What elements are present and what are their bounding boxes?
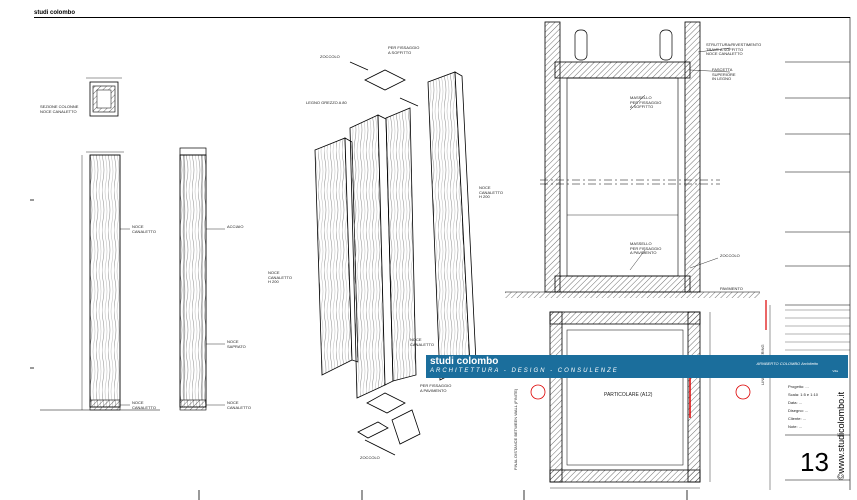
banner-right-title: ARNBERTO COLOMBO Architetto xyxy=(756,361,819,366)
titleblock-row: Scala: 1:5 e 1:10 xyxy=(788,392,819,397)
label-zoccolo-section: ZOCCOLO xyxy=(720,253,740,258)
label-fascetta: FASCETTA SUPERIORE IN LEGNO xyxy=(712,67,736,82)
exploded-isometric-view xyxy=(314,61,477,456)
column-plan-section xyxy=(86,77,122,117)
section-elevation xyxy=(505,21,760,298)
label-fissaggio-pavimento: PER FISSAGGIO A PAVIMENTO xyxy=(420,383,452,393)
titleblock-row: Progetto: ... xyxy=(788,384,809,389)
label-fissaggio-soffitto: PER FISSAGGIO A SOFFITTO xyxy=(388,45,420,55)
detail-section xyxy=(530,300,767,489)
banner-title: studi colombo xyxy=(430,356,499,367)
label-section-colonne: SEZIONE COLONNE NOCE CANALETTO xyxy=(40,104,79,114)
label-acciaio: ACCIAIO xyxy=(227,224,244,229)
label-noce-canaletto-1: NOCE CANALETTO xyxy=(132,224,156,234)
label-noce-saprato: NOCE SAPRATO xyxy=(227,339,246,349)
titleblock-row: Note: ... xyxy=(788,424,803,429)
banner-right-small: Villa xyxy=(832,369,838,373)
titleblock-frame xyxy=(769,17,851,490)
label-noce-h200-right: NOCE CANALETTO H 200 xyxy=(479,185,503,200)
label-final-distance: FINAL DISTANCE BETWEEN WALL (FINITE) xyxy=(513,388,518,470)
label-pavimento: PAVIMENTO xyxy=(720,286,743,291)
titleblock-row: Data: ... xyxy=(788,400,803,405)
page-header-title: studi colombo xyxy=(34,10,75,16)
titleblock-row: Disegno: ... xyxy=(788,408,809,413)
label-massello-pavimento: MASSELLO PER FISSAGGIO A PAVIMENTO xyxy=(630,241,662,256)
label-noce-canaletto-2: NOCE CANALETTO xyxy=(132,400,156,410)
studio-banner: studi colombo ARCHITETTURA - DESIGN - CO… xyxy=(426,355,848,378)
column-elevation-right xyxy=(179,147,225,411)
titleblock-row: Cliente: ... xyxy=(788,416,807,421)
column-elevation-left xyxy=(40,151,160,411)
website-link[interactable]: ©www.studicolombo.it xyxy=(836,391,846,480)
label-struttura: STRUTTURA/RIVESTIMENTO TRAVE A SOFFITTO … xyxy=(706,42,762,57)
label-particolare: PARTICOLARE (A12) xyxy=(604,392,653,398)
banner-subtitle: ARCHITETTURA - DESIGN - CONSULENZE xyxy=(430,368,619,374)
label-noce-canaletto-3: NOCE CANALETTO xyxy=(227,400,251,410)
label-zoccolo-bottom: ZOCCOLO xyxy=(360,455,380,460)
label-noce-canaletto-iso: NOCE CANALETTO xyxy=(410,337,434,347)
label-zoccolo-top: ZOCCOLO xyxy=(320,54,340,59)
sheet-ticks xyxy=(30,199,688,500)
label-noce-h200-left: NOCE CANALETTO H 200 xyxy=(268,270,292,285)
page-number: 13 xyxy=(800,447,829,477)
header-divider xyxy=(34,17,850,18)
label-legno-grezzo: LEGNO GREZZO A 80 xyxy=(306,100,347,105)
label-massello-soffitto: MASSELLO PER FISSAGGIO A SOFFITTO xyxy=(630,95,662,110)
